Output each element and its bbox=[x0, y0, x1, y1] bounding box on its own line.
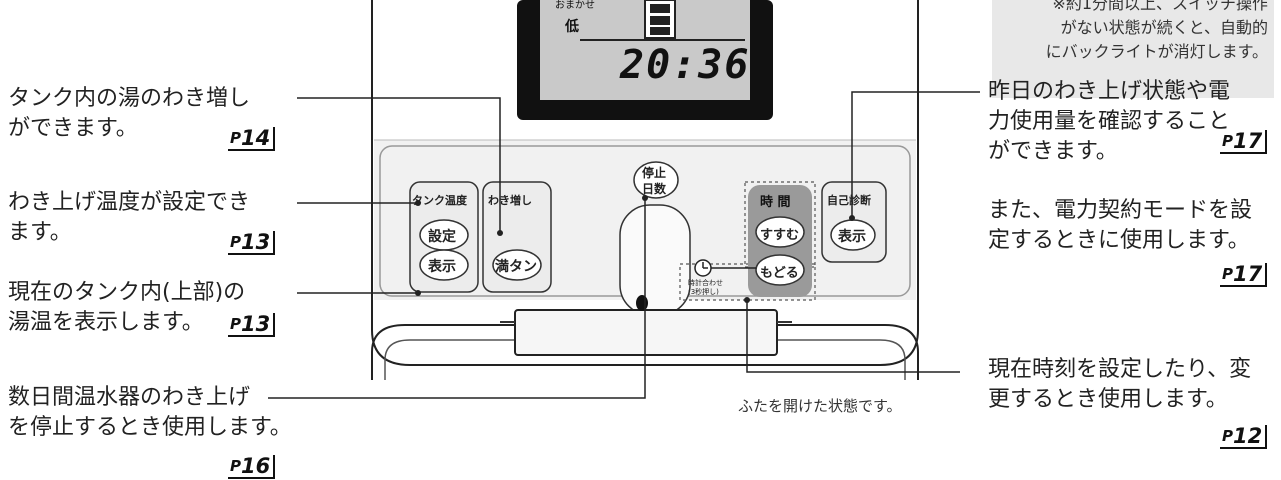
callout-temp-show: 現在のタンク内(上部)の 湯温を表示します。 bbox=[8, 280, 246, 335]
callout-self-diag: 昨日のわき上げ状態や電 力使用量を確認すること ができます。 bbox=[988, 79, 1231, 164]
boost-group-label: わき増し bbox=[488, 194, 532, 207]
self-diag-group-label: 自己診断 bbox=[827, 194, 871, 207]
tank-temp-group-label: タンク温度 bbox=[412, 194, 467, 207]
clock-set-label-2: (3秒押し) bbox=[688, 288, 719, 296]
lid-open-caption: ふたを開けた状態です。 bbox=[738, 397, 902, 415]
clock-set-label-1: 時計合わせ bbox=[688, 279, 723, 287]
page-ref-clock: P12 bbox=[1220, 425, 1268, 449]
backlight-note-text: ※約1分間以上、スイッチ操作 がない状態が続くと、自動的 にバックライトが消灯し… bbox=[1045, 0, 1268, 61]
page-ref-temp-set: P13 bbox=[228, 231, 276, 255]
page-ref-contract-mode: P17 bbox=[1220, 263, 1268, 287]
callout-clock: 現在時刻を設定したり、変 更するとき使用します。 bbox=[988, 357, 1252, 412]
callout-contract-mode: また、電力契約モードを設 定するときに使用します。 bbox=[988, 198, 1253, 253]
boost-full-button[interactable] bbox=[492, 249, 542, 281]
time-forward-label: すすむ bbox=[760, 228, 800, 243]
callout-boost: タンク内の湯のわき増し ができます。 bbox=[8, 86, 251, 141]
page-ref-self-diag: P17 bbox=[1220, 130, 1268, 154]
tank-temp-show-label: 表示 bbox=[428, 259, 456, 275]
time-back-button[interactable] bbox=[755, 254, 805, 286]
callout-temp-set: わき上げ温度が設定でき ます。 bbox=[8, 190, 251, 245]
stop-days-label-1: 停止 bbox=[642, 166, 667, 180]
stop-days-label-2: 日数 bbox=[642, 182, 667, 196]
page-ref-stop-days: P16 bbox=[228, 455, 276, 479]
time-group-label: 時 間 bbox=[760, 195, 791, 210]
page-ref-temp-show: P13 bbox=[228, 313, 276, 337]
lcd-time-display: 20:36 bbox=[620, 42, 751, 88]
reset-hole bbox=[636, 295, 648, 311]
time-back-label: もどる bbox=[760, 266, 799, 281]
tank-temp-set-label: 設定 bbox=[428, 229, 456, 245]
tank-temp-show-button[interactable] bbox=[419, 249, 469, 281]
time-forward-button[interactable] bbox=[755, 216, 805, 248]
page-ref-boost: P14 bbox=[228, 127, 276, 151]
backlight-note-box bbox=[992, 0, 1274, 98]
boost-full-label: 満タン bbox=[495, 259, 537, 275]
lcd-mode-top-label: おまかせ bbox=[555, 0, 595, 11]
callout-stop-days: 数日間温水器のわき上げ を停止するとき使用します。 bbox=[8, 385, 292, 440]
self-diag-show-label: 表示 bbox=[838, 229, 866, 245]
lcd-mode-low-label: 低 bbox=[565, 19, 579, 35]
hinge bbox=[514, 309, 778, 356]
stop-days-button[interactable] bbox=[633, 161, 679, 199]
